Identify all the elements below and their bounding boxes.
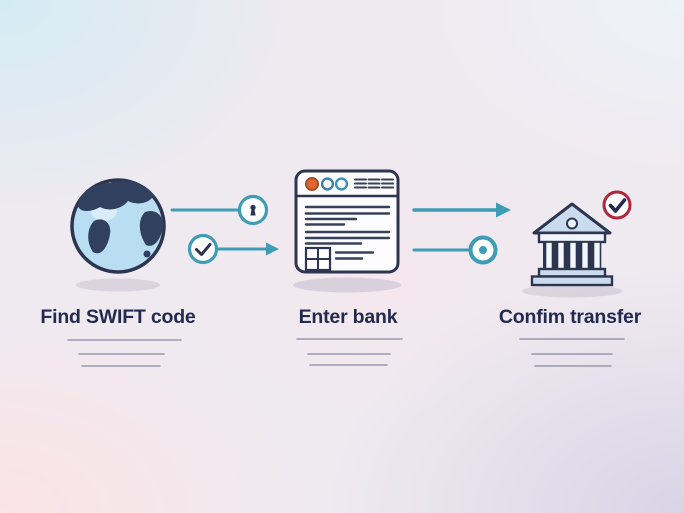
step2-placeholder-lines [296,338,403,366]
connector-1 [170,194,269,226]
check-icon [608,198,627,213]
confirm-check-badge [602,190,632,220]
connector-2 [187,233,279,265]
browser-table-icon [304,246,332,272]
check-circle-badge [187,233,219,265]
step1-placeholder-lines [67,339,182,367]
step3-placeholder-lines [519,338,625,367]
arrow-right-icon [496,202,511,218]
globe-icon [70,178,166,292]
step-label-confirm-transfer: Confim transfer [498,306,642,328]
browser-dot-orange [305,177,319,191]
arrow-right-icon [266,242,279,256]
browser-text-lines [304,205,391,245]
dot-circle-badge [468,235,498,265]
browser-window-icon [293,169,401,293]
browser-menu-lines [354,178,394,189]
step-label-enter-bank: Enter bank [298,306,398,328]
keyhole-circle-badge [237,194,269,226]
step-label-find-swift-code: Find SWIFT code [40,306,196,328]
browser-dot-blue-2 [334,177,349,191]
bank-building-icon [522,202,622,298]
browser-dot-blue-1 [320,177,335,191]
connector-4 [412,235,498,265]
connector-3 [412,202,511,218]
